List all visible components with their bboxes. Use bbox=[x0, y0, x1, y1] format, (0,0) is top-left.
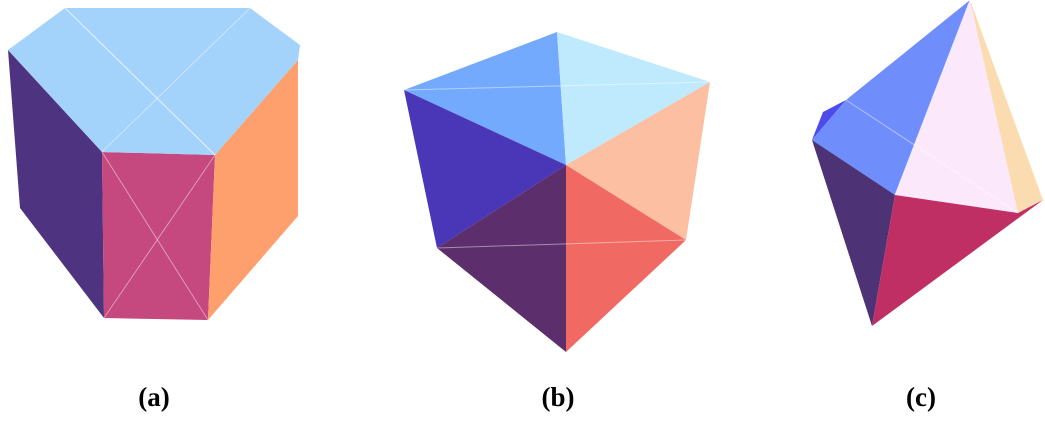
face-a-right bbox=[208, 60, 298, 320]
face-b-top-left bbox=[404, 32, 566, 165]
caption-a: (a) bbox=[138, 382, 170, 412]
face-a-top bbox=[8, 8, 300, 155]
polyhedron-b bbox=[403, 32, 711, 352]
edge-c-1 bbox=[894, 0, 971, 196]
face-a-front bbox=[102, 152, 215, 320]
edge-a-2 bbox=[101, 7, 251, 153]
polyhedron-c bbox=[812, 0, 1043, 326]
face-b-bottom-right bbox=[566, 165, 686, 352]
edge-c-2 bbox=[845, 99, 1019, 214]
face-b-left bbox=[404, 90, 566, 248]
face-c-right bbox=[970, 0, 1043, 213]
face-c-lower-left bbox=[812, 140, 895, 326]
caption-b: (b) bbox=[541, 382, 575, 412]
polyhedron-a bbox=[8, 7, 300, 321]
edge-a-4 bbox=[101, 151, 209, 321]
edge-b-2 bbox=[436, 239, 687, 249]
face-b-top-right bbox=[557, 32, 710, 165]
face-b-bottom-left bbox=[437, 165, 566, 352]
edge-a-1 bbox=[64, 7, 216, 156]
face-b-right bbox=[566, 82, 710, 240]
face-c-upper-left bbox=[812, 0, 970, 195]
edge-a-3 bbox=[103, 154, 216, 319]
face-c-lower-front bbox=[872, 195, 1043, 326]
face-c-upper-front bbox=[895, 0, 1018, 213]
edge-b-1 bbox=[403, 81, 711, 91]
edges-a bbox=[64, 7, 216, 156]
caption-c: (c) bbox=[906, 382, 936, 412]
face-a-left bbox=[8, 50, 104, 318]
